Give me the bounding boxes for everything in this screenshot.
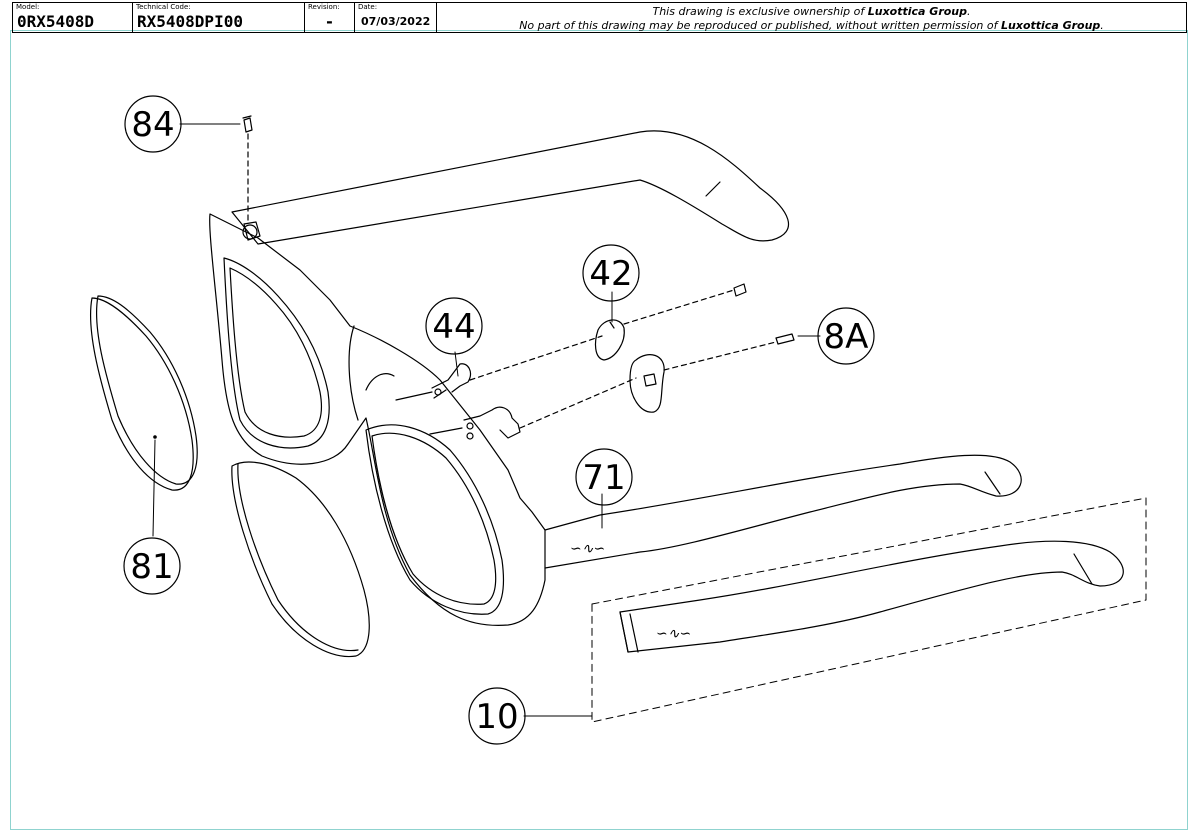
callout-circle-44 (425, 297, 483, 355)
leader-lines (152, 123, 821, 717)
screw-84 (242, 115, 253, 223)
callout-circle-81 (123, 537, 181, 595)
lens-center (231, 461, 370, 658)
permission-line: No part of this drawing may be reproduce… (519, 19, 1104, 32)
callout-label-8a: 8A (824, 317, 869, 357)
nose-pad-arm-44 (395, 363, 521, 440)
frame-front (209, 213, 546, 627)
technical-code-value: RX5408DPI00 (137, 12, 243, 31)
technical-code-cell: Technical Code: RX5408DPI00 (133, 3, 305, 32)
callout-circle-84 (124, 95, 182, 153)
ownership-note-cell: This drawing is exclusive ownership of L… (437, 3, 1186, 32)
callout-circle-8a (817, 307, 875, 365)
date-cell: Date: 07/03/2022 (355, 3, 437, 32)
pad-screws (469, 283, 795, 429)
title-block: Model: 0RX5408D Technical Code: RX5408DP… (12, 2, 1187, 33)
revision-label: Revision: (308, 3, 340, 11)
model-value: 0RX5408D (17, 12, 95, 31)
left-temple (231, 130, 790, 245)
date-value: 07/03/2022 (361, 15, 431, 28)
revision-value: - (324, 12, 335, 31)
callout-label-81: 81 (130, 547, 173, 587)
lens-81 (89, 295, 198, 491)
callout-circle-42 (582, 244, 640, 302)
callout-label-42: 42 (589, 254, 632, 294)
callout-circle-10 (468, 687, 526, 745)
revision-cell: Revision: - (305, 3, 355, 32)
nose-pad-8a (629, 354, 665, 413)
callout-circle-71 (575, 448, 633, 506)
callout-label-44: 44 (432, 307, 475, 347)
right-temple: ∽∿∽ (544, 454, 1022, 569)
callout-label-71: 71 (582, 458, 625, 498)
technical-code-label: Technical Code: (136, 3, 191, 11)
model-label: Model: (16, 3, 40, 11)
callout-label-84: 84 (131, 105, 174, 145)
model-cell: Model: 0RX5408D (13, 3, 133, 32)
callout-label-10: 10 (475, 697, 518, 737)
replacement-temple-logo-glyph: ∽∿∽ (656, 626, 691, 642)
ownership-line: This drawing is exclusive ownership of L… (652, 5, 971, 18)
sheet-border (10, 30, 1188, 830)
temple-logo-glyph: ∽∿∽ (570, 541, 605, 557)
replacement-temple-10: ∽∿∽ (591, 497, 1147, 723)
nose-pad-42 (594, 319, 625, 361)
date-label: Date: (358, 3, 378, 11)
